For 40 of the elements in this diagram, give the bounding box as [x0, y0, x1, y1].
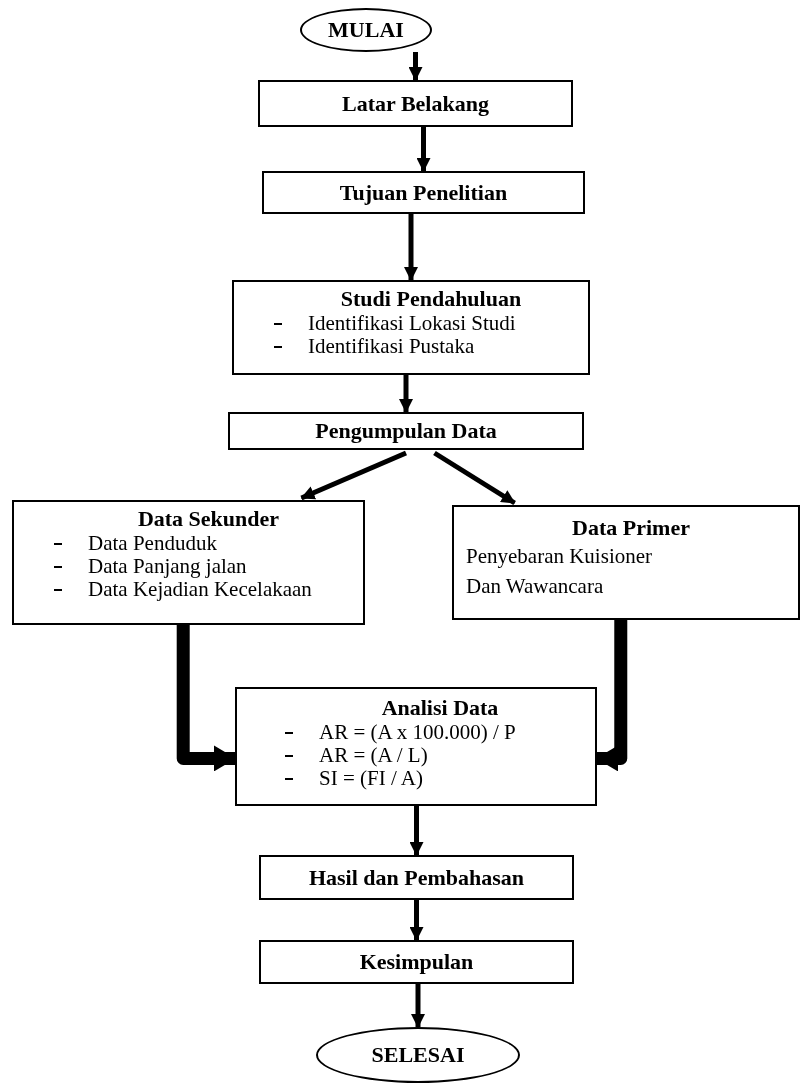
list-item-text: Data Penduduk: [88, 532, 217, 555]
process-box: [452, 505, 800, 620]
box-heading: Analisi Data: [380, 695, 500, 721]
arrow: [409, 806, 424, 856]
list-item-text: AR = (A / L): [319, 744, 428, 767]
box-heading: Studi Pendahuluan: [339, 286, 523, 312]
list-item-text: Data Kejadian Kecelakaan: [88, 578, 312, 601]
box-heading: SELESAI: [371, 1042, 465, 1068]
process-box: [259, 940, 574, 984]
list-item-text: Identifikasi Lokasi Studi: [308, 312, 516, 335]
list-item-text: Data Panjang jalan: [88, 555, 247, 578]
arrow: [411, 984, 425, 1028]
arrow: [408, 52, 423, 81]
box-heading: Data Sekunder: [136, 506, 281, 532]
process-box: [228, 412, 584, 450]
box-body-text: Penyebaran Kuisioner Dan Wawancara: [466, 543, 654, 600]
arrow: [399, 375, 413, 413]
box-heading: Latar Belakang: [342, 90, 489, 117]
list-item-text: AR = (A x 100.000) / P: [319, 721, 516, 744]
arrow: [409, 900, 424, 941]
list-item-text: Identifikasi Pustaka: [308, 335, 475, 358]
box-heading: Data Primer: [571, 515, 691, 541]
process-box: [235, 687, 597, 806]
list-item-text: SI = (FI / A): [319, 767, 423, 790]
process-box: [262, 171, 585, 214]
box-heading: MULAI: [328, 17, 404, 43]
arrow: [300, 450, 407, 501]
box-heading: Hasil dan Pembahasan: [308, 864, 525, 891]
box-heading: Kesimpulan: [359, 949, 474, 975]
arrow: [433, 450, 516, 506]
arrow: [596, 620, 628, 772]
process-box: [232, 280, 590, 375]
process-box: [258, 80, 573, 127]
arrow: [404, 214, 418, 281]
arrow: [176, 625, 236, 772]
box-heading: Pengumpulan Data: [315, 418, 497, 444]
box-heading: Tujuan Penelitian: [339, 179, 508, 206]
process-box: [12, 500, 365, 625]
process-box: [259, 855, 574, 900]
arrow: [416, 127, 431, 172]
